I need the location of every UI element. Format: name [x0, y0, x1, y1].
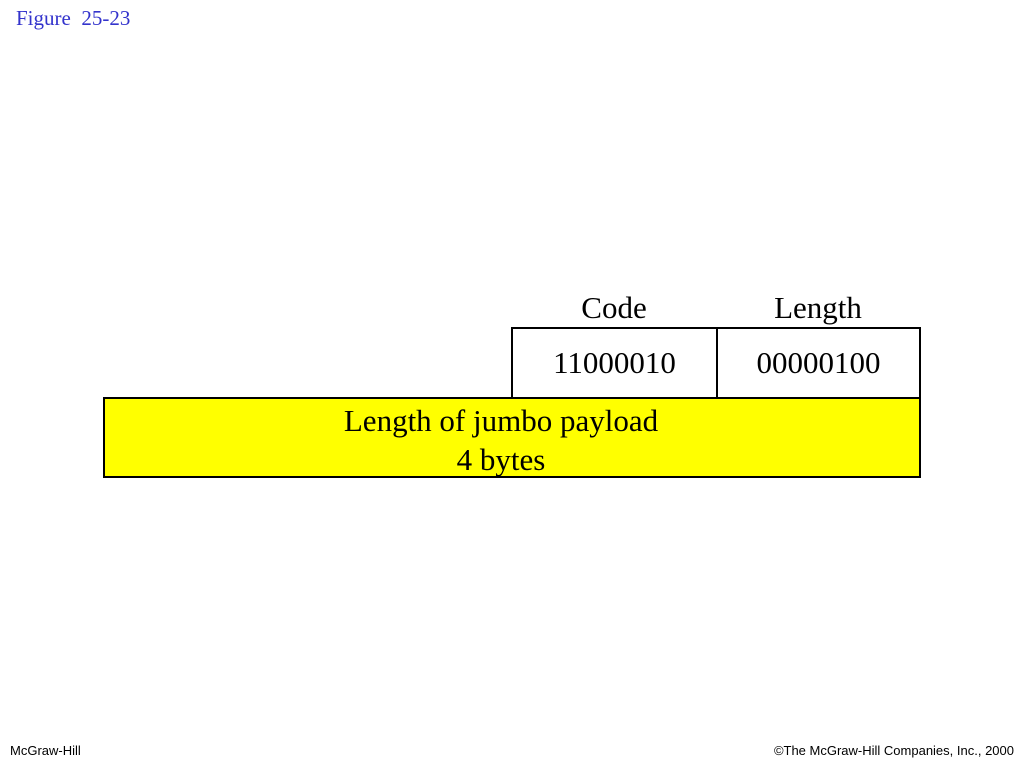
length-field-value: 00000100 [756, 345, 881, 380]
code-field-label: Code [581, 290, 647, 325]
payload-field-size: 4 bytes [456, 442, 546, 477]
figure-title: Figure 25-23 [16, 6, 131, 30]
payload-field-name: Length of jumbo payload [343, 403, 659, 438]
code-field-cell: 11000010 [511, 327, 718, 399]
length-field-cell: 00000100 [716, 327, 921, 399]
jumbo-payload-length-field: Length of jumbo payload 4 bytes [103, 397, 921, 478]
length-field-label: Length [774, 290, 862, 325]
code-field-value: 11000010 [553, 345, 676, 380]
footer-copyright: ©The McGraw-Hill Companies, Inc., 2000 [773, 743, 1014, 758]
footer-publisher: McGraw-Hill [10, 743, 81, 758]
